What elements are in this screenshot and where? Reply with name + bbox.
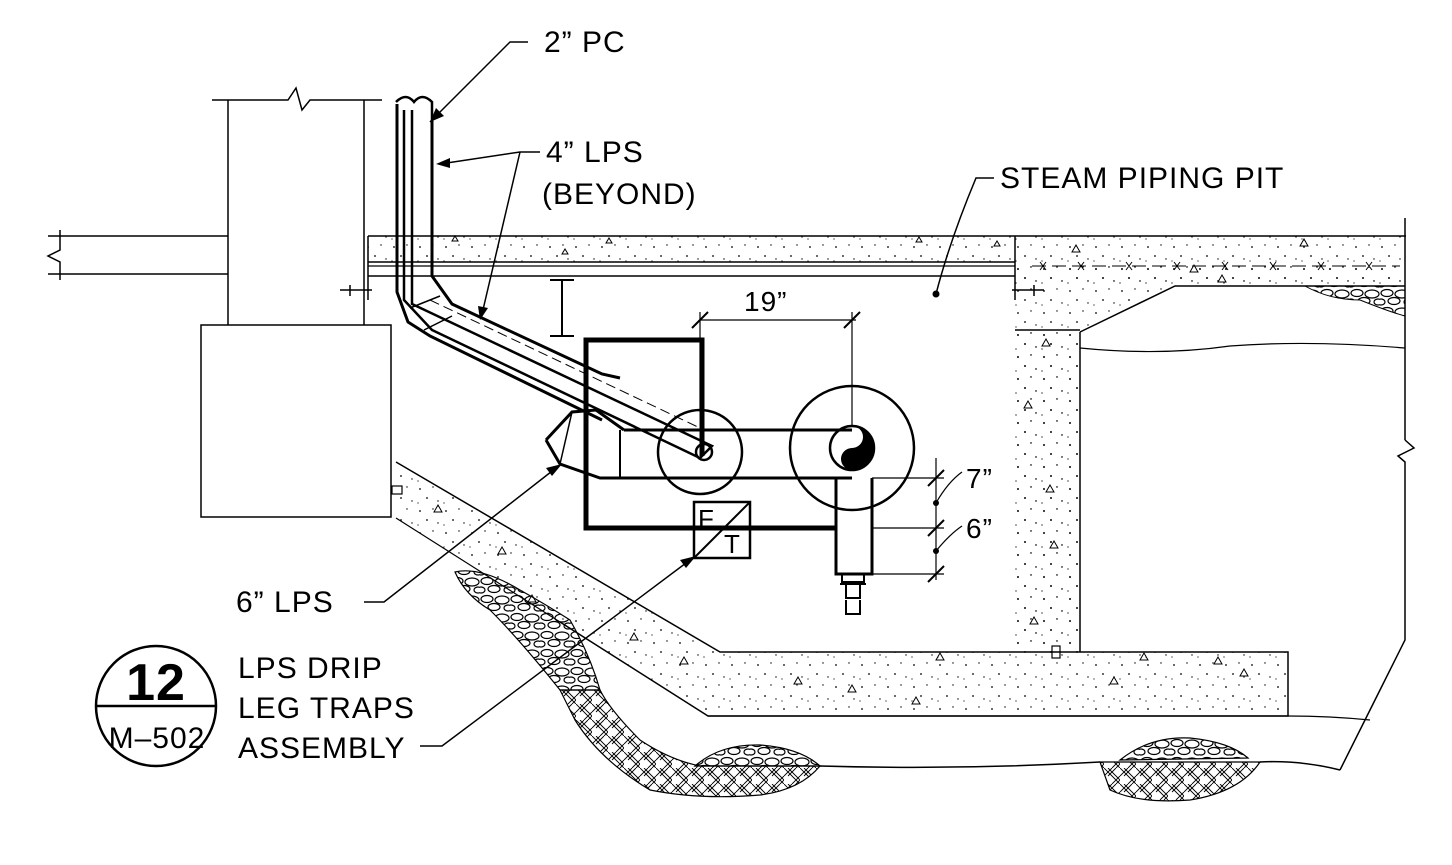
condensate-return-loop — [583, 337, 916, 531]
sloped-foundation — [391, 461, 1289, 717]
label-steam-piping-pit: STEAM PIPING PIT — [1000, 162, 1284, 195]
earth-hatch — [559, 689, 1371, 802]
ft-trap: F T — [692, 500, 752, 560]
pipe-4in-lps — [395, 104, 701, 429]
dim-6-label: 6” — [966, 513, 993, 544]
drip-leg — [834, 478, 874, 615]
leader-lines — [364, 41, 994, 747]
trap-t-label: T — [724, 529, 741, 559]
dimension-7in-6in: 7” 6” — [872, 458, 993, 583]
sheet-number: M–502 — [109, 722, 206, 755]
label-6in-lps: 6” LPS — [236, 586, 334, 619]
dim-19-label: 19” — [744, 286, 787, 317]
label-4in-lps: 4” LPS — [546, 136, 644, 169]
building-wall — [200, 86, 392, 518]
label-beyond: (BEYOND) — [542, 178, 697, 211]
dim-7-label: 7” — [966, 463, 993, 494]
trap-f-label: F — [698, 504, 715, 534]
detail-number: 12 — [126, 654, 186, 712]
label-2in-pc: 2” PC — [544, 26, 626, 59]
title-line-3: ASSEMBLY — [238, 732, 406, 765]
pipe-6in-lps — [544, 408, 852, 480]
title-line-1: LPS DRIP — [238, 652, 383, 685]
dimension-19in: 19” — [691, 286, 861, 426]
right-pit-wall — [1015, 218, 1416, 771]
i-beam — [550, 279, 574, 337]
wall-footing — [200, 324, 392, 518]
gravel-bedding — [454, 570, 1250, 767]
detail-callout: 12 M–502 — [94, 644, 218, 768]
gravel-top-right — [1303, 285, 1406, 317]
title-line-2: LEG TRAPS — [238, 692, 415, 725]
floor-slab-left — [46, 230, 228, 280]
